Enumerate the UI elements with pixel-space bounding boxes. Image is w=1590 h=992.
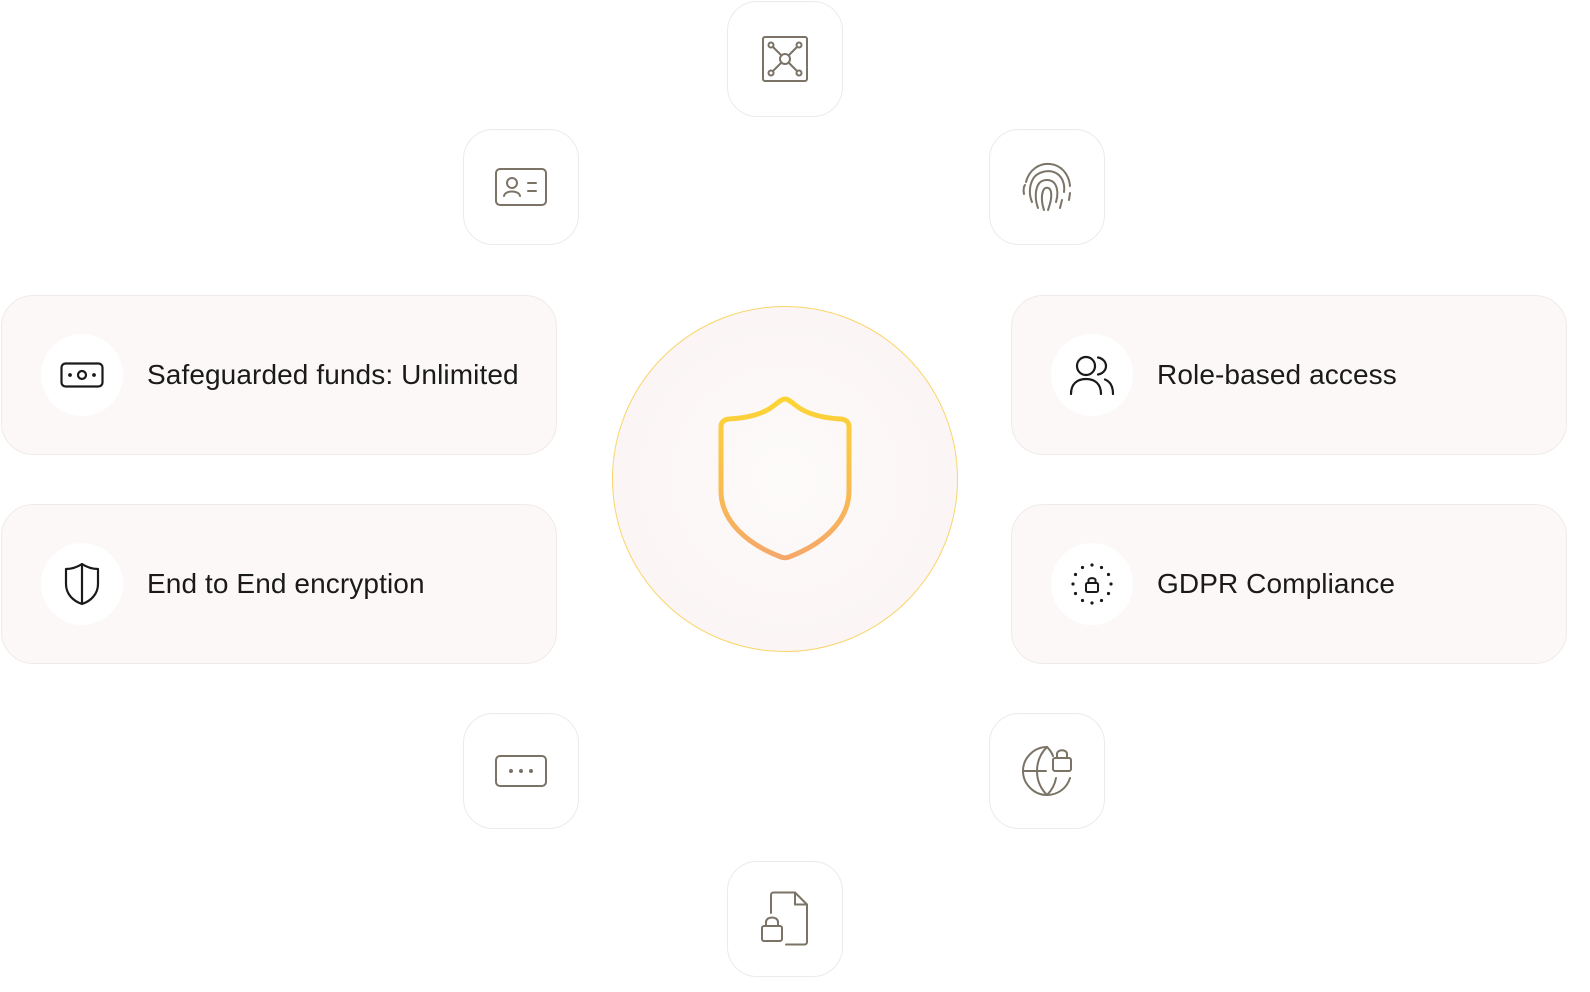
globe-lock-tile <box>989 713 1105 829</box>
badge <box>1051 543 1133 625</box>
network-node-icon <box>762 36 808 82</box>
feature-card-role-based: Role-based access <box>1011 295 1567 455</box>
feature-card-gdpr: GDPR Compliance <box>1011 504 1567 664</box>
badge <box>1051 334 1133 416</box>
fingerprint-icon <box>1022 162 1071 211</box>
feature-card-end-to-end: End to End encryption <box>1 504 557 664</box>
fingerprint-tile <box>989 129 1105 245</box>
gdpr-lock-icon <box>1071 563 1113 605</box>
feature-label: End to End encryption <box>147 568 425 599</box>
file-lock-tile <box>727 861 843 977</box>
shield-icon <box>718 396 852 561</box>
badge <box>41 334 123 416</box>
security-hub <box>612 306 958 652</box>
feature-card-safeguarded-funds: Safeguarded funds: Unlimited <box>1 295 557 455</box>
shield-icon <box>64 562 100 606</box>
id-card-icon <box>495 168 547 206</box>
users-icon <box>1069 355 1115 396</box>
feature-label: Role-based access <box>1157 359 1397 390</box>
globe-lock-icon <box>1022 746 1072 796</box>
feature-label: GDPR Compliance <box>1157 568 1396 599</box>
network-tile <box>727 1 843 117</box>
password-dots-icon <box>495 755 547 787</box>
id-card-tile <box>463 129 579 245</box>
badge <box>41 543 123 625</box>
banknote-icon <box>60 362 104 388</box>
feature-label: Safeguarded funds: Unlimited <box>147 359 519 390</box>
password-tile <box>463 713 579 829</box>
file-lock-icon <box>761 891 808 946</box>
